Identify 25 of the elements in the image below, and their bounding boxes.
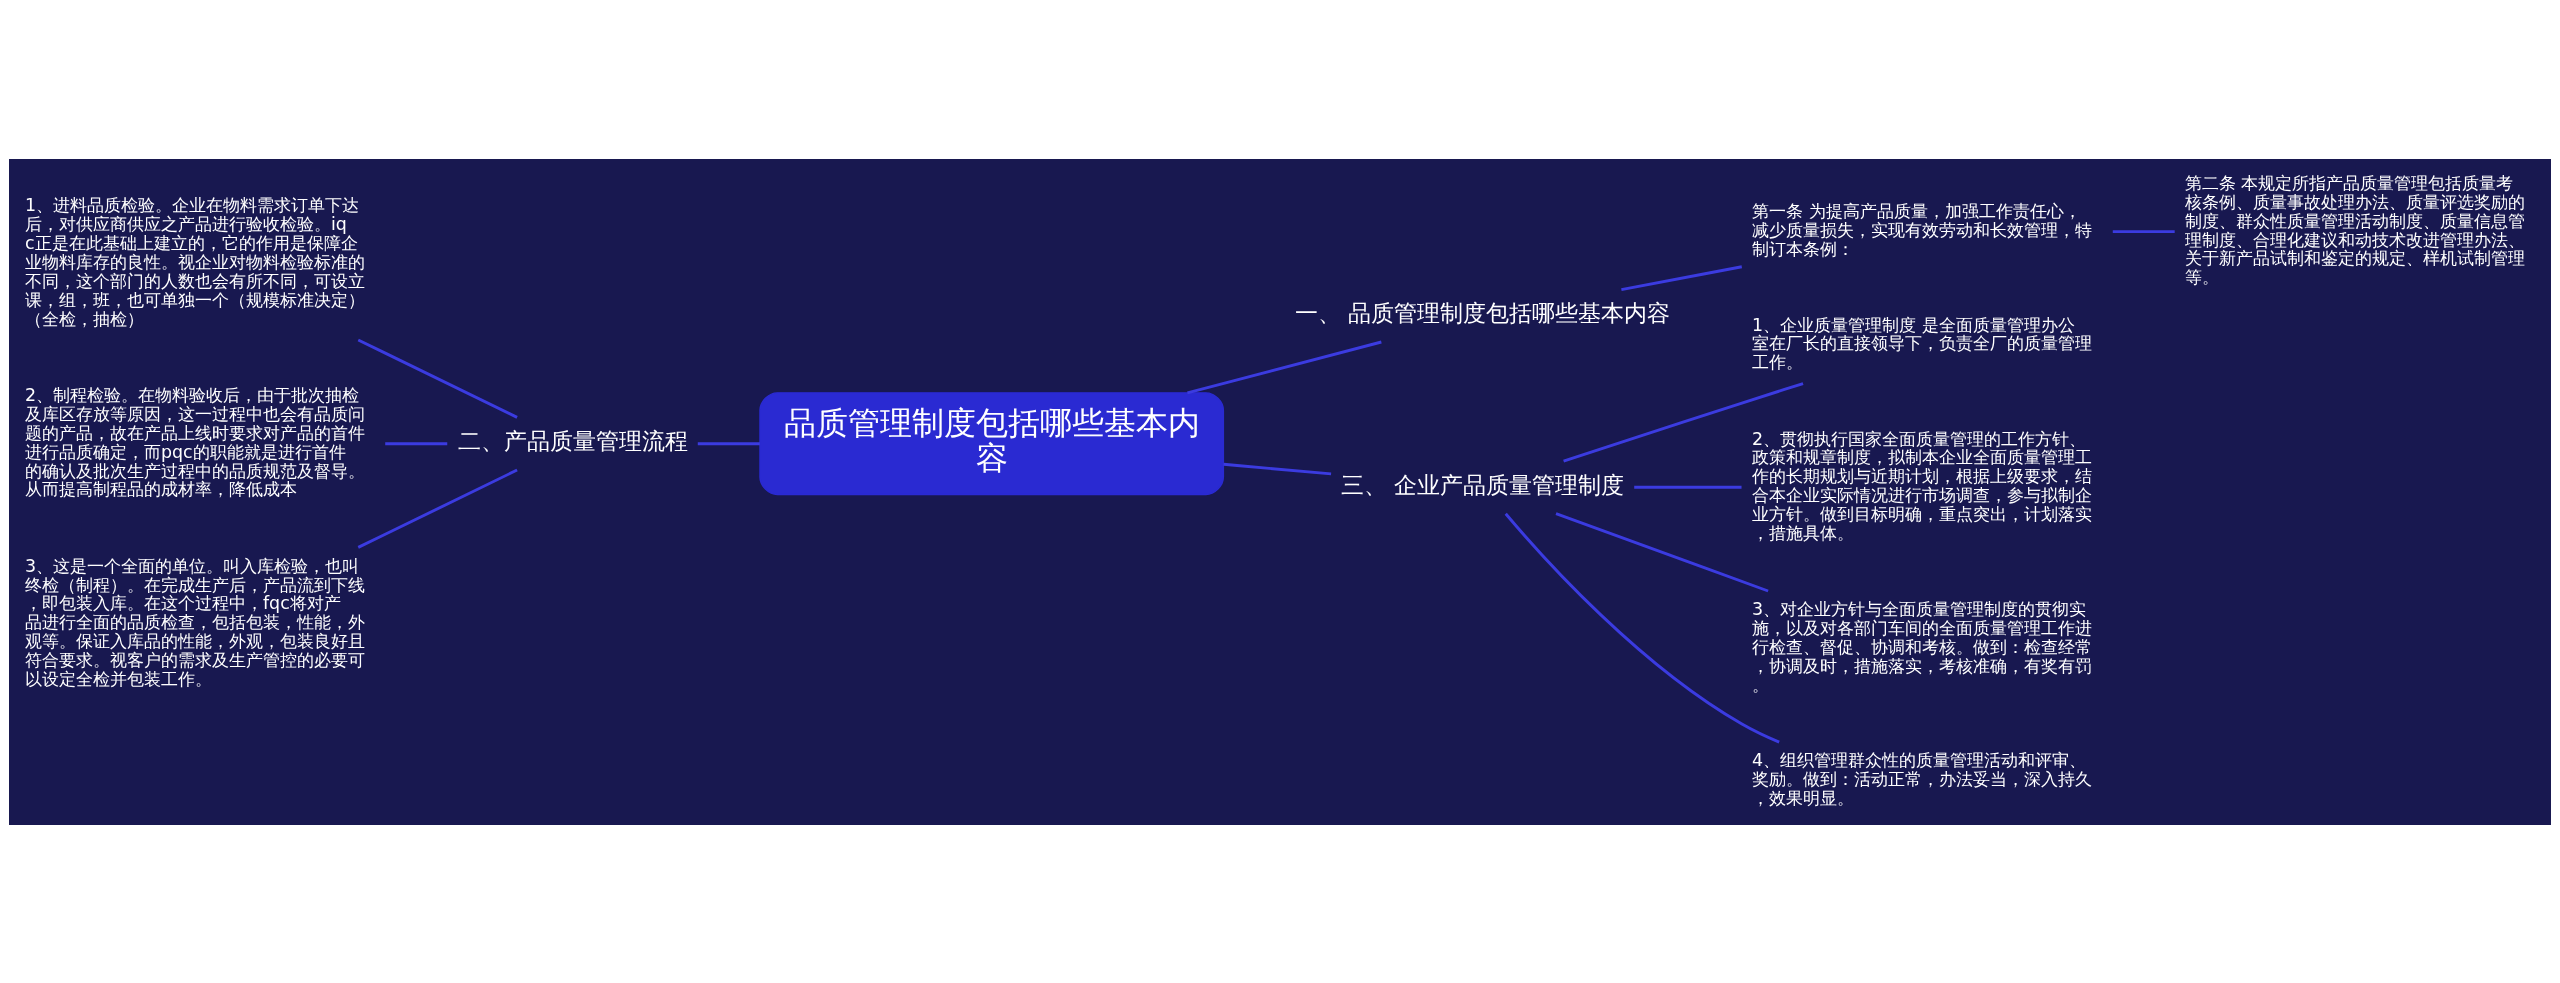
connector: [1223, 462, 1332, 475]
node-text: 4、组织管理群众性的质量管理活动和评审、奖励。做到：活动正常，办法妥当，深入持久，效果明显。: [1752, 749, 2093, 808]
node-text: 2、贯彻执行国家全面质量管理的工作方针、政策和规章制度，拟制本企业全面质量管理工作的长期规划与近期计划，根据上级要求，结合本企业实际情况进行市场调查，参与拟制企业方针。做到目标明确，重点突出，计划落实，措施具体。: [1752, 428, 2093, 543]
connector: [357, 338, 518, 419]
connector: [2112, 229, 2175, 233]
connector: [1634, 485, 1742, 489]
node-text: 3、对企业方针与全面质量管理制度的贯彻实施，以及对各部门车间的全面质量管理工作进行检查、督促、协调和考核。做到：检查经常，协调及时，措施落实，考核准确，有奖有罚。: [1752, 598, 2093, 695]
connector: [1187, 340, 1382, 394]
node-text: 一、 品质管理制度包括哪些基本内容: [1294, 298, 1671, 326]
connector: [357, 468, 518, 549]
connector: [1504, 512, 1780, 743]
node-text: 第一条 为提高产品质量，加强工作责任心，减少质量损失，实现有效劳动和长效管理，特制订本条例：: [1752, 200, 2093, 259]
node-text: 1、企业质量管理制度 是全面质量管理办公室在厂长的直接领导下，负责全厂的质量管理工作。: [1752, 314, 2093, 372]
connector: [1555, 511, 1769, 592]
node-text: 2、制程检验。在物料验收后，由于批次抽检及库区存放等原因，这一过程中也会有品质问题的产品，故在产品上线时要求对产品的首件进行品质确定，而pqc的职能就是进行首件的确认及批次生产过程中的品质规范及督导。从而提高制程品的成材率，降低成本: [24, 384, 365, 499]
connector: [697, 441, 760, 445]
node-text: 3、这是一个全面的单位。叫入库检验，也叫终检（制程）。在完成生产后，产品流到下线，即包装入库。在这个过程中，fqc将对产品进行全面的品质检查，包括包装，性能，外观等。保证入库品的性能，外观，包装良好且符合要求。视客户的需求及生产管控的必要可以设定全检并包装工作。: [24, 555, 365, 689]
node-text: 第二条 本规定所指产品质量管理包括质量考核条例、质量事故处理办法、质量评选奖励的制度、群众性质量管理活动制度、质量信息管理制度、合理化建议和动技术改进管理办法、关于新产品试制和鉴定的规定、样机试制管理等。: [2184, 172, 2525, 287]
node-text: 三、 企业产品质量管理制度: [1340, 470, 1625, 498]
connector: [385, 441, 448, 445]
node-text: 二、产品质量管理流程: [457, 426, 688, 454]
node-box: 品质管理制度包括哪些基本内容: [759, 391, 1225, 495]
connector: [1563, 381, 1804, 462]
connector: [1621, 264, 1743, 291]
node-text: 1、进料品质检验。企业在物料需求订单下达后，对供应商供应之产品进行验收检验。iqc正是在此基础上建立的，它的作用是保障企业物料库存的良性。视企业对物料检验标准的不同，这个部门的人数也会有所不同，可设立课，组，班，也可单独一个（规模标准决定）（全检，抽检）: [24, 194, 365, 329]
